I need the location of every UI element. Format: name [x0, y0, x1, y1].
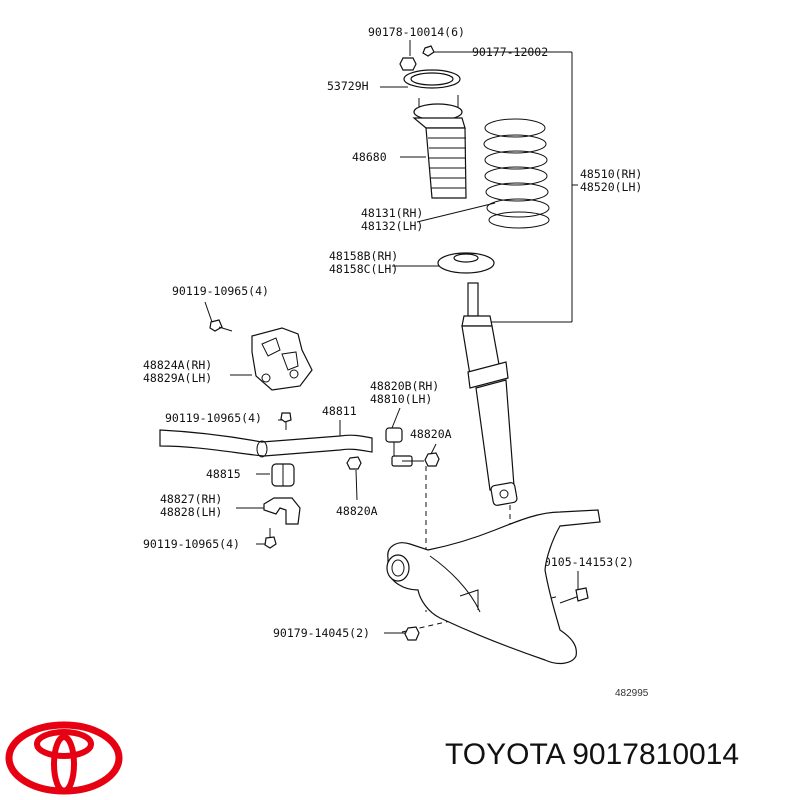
coil-spring	[483, 118, 550, 229]
label-seat-rh: 48158B(RH)	[329, 249, 398, 263]
arm-bushing	[386, 554, 410, 582]
spring-seat	[437, 252, 495, 274]
label-bracket-lh: 48829A(LH)	[143, 371, 212, 385]
label-support-53729h: 53729H	[327, 79, 369, 93]
label-bracket-rh: 48824A(RH)	[143, 358, 212, 372]
label-link-lh: 48810(LH)	[370, 392, 432, 406]
label-spring-lh: 48132(LH)	[361, 219, 423, 233]
label-bump-stop-48680: 48680	[352, 150, 387, 164]
link-nut-lower-icon	[346, 456, 362, 470]
label-strut-rh: 48510(RH)	[580, 167, 642, 181]
bump-stop-boot	[412, 95, 467, 199]
label-bolt-bracket-mid: 90119-10965(4)	[165, 411, 262, 425]
label-seat-lh: 48158C(LH)	[329, 262, 398, 276]
label-nut-90178: 90178-10014(6)	[368, 25, 465, 39]
label-nut-arm: 90179-14045(2)	[273, 626, 370, 640]
label-bushing-48815: 48815	[206, 467, 241, 481]
clamp-bolt-icon	[264, 528, 277, 549]
stabilizer-link	[385, 427, 424, 467]
nut-icon	[399, 57, 417, 71]
arm-bolt-icon	[559, 587, 589, 604]
stabilizer-bracket	[251, 327, 313, 391]
arm-bushing-inner	[391, 559, 405, 577]
shock-absorber	[461, 282, 518, 506]
label-strut-lh: 48520(LH)	[580, 180, 642, 194]
label-link-nut-right: 48820A	[410, 427, 452, 441]
label-clamp-lh: 48828(LH)	[160, 505, 222, 519]
label-link-nut-lower: 48820A	[336, 504, 378, 518]
label-bolt-arm: 90105-14153(2)	[537, 555, 634, 569]
arm-ridge	[429, 555, 481, 613]
lower-control-arm	[387, 509, 601, 665]
label-bolt-clamp: 90119-10965(4)	[143, 537, 240, 551]
arm-nut-icon	[404, 626, 420, 641]
label-stabilizer-bar: 48811	[322, 404, 357, 418]
stabilizer-bar	[159, 429, 373, 457]
diagram-reference-number: 482995	[615, 688, 649, 699]
label-spring-rh: 48131(RH)	[361, 206, 423, 220]
stabilizer-bar-section	[256, 440, 268, 458]
link-nut-right-icon	[424, 452, 440, 467]
brand-part-number: TOYOTA 9017810014	[445, 738, 740, 771]
label-link-rh: 48820B(RH)	[370, 379, 439, 393]
arm-ridge	[459, 589, 479, 610]
bracket-bolt-mid-icon	[280, 412, 292, 430]
nut-icon	[422, 45, 435, 57]
bracket-bolt-top-icon	[209, 319, 233, 332]
stabilizer-clamp	[263, 497, 301, 525]
upper-support-ring	[403, 69, 461, 89]
label-bolt-bracket-top: 90119-10965(4)	[172, 284, 269, 298]
label-clamp-rh: 48827(RH)	[160, 492, 222, 506]
toyota-logo-icon	[5, 721, 123, 795]
